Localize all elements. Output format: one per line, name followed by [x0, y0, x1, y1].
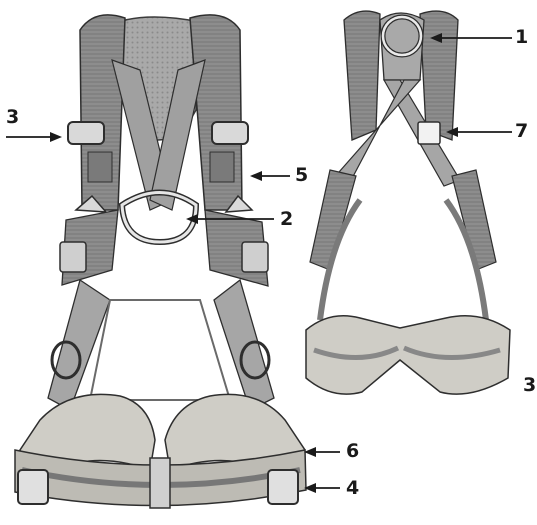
shoulder-buckle-left [68, 122, 104, 144]
callout-1: 1 [515, 28, 528, 47]
callout-5: 5 [295, 166, 308, 185]
callout-6: 6 [346, 442, 359, 461]
leg-buckle-right [268, 470, 298, 504]
callout-2: 2 [280, 210, 293, 229]
callout-4: 4 [346, 479, 359, 498]
shoulder-buckle-right [212, 122, 248, 144]
label-tag [418, 122, 440, 144]
leg-buckle-left [18, 470, 48, 504]
callout-3-front: 3 [6, 108, 19, 127]
back-harness [306, 11, 510, 394]
callout-3-back: 3 [523, 376, 536, 395]
callout-7: 7 [515, 122, 528, 141]
front-harness [15, 15, 306, 508]
